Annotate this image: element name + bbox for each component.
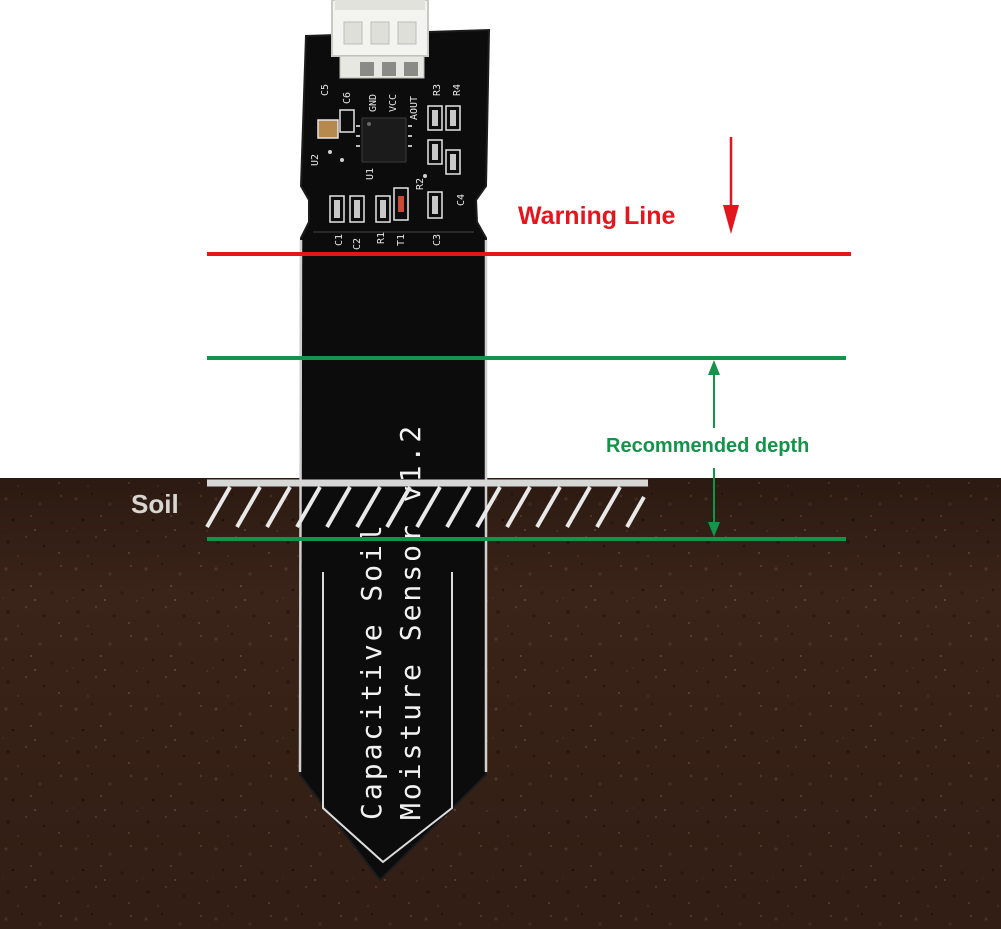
component-label-r1: R1	[376, 232, 387, 244]
pcb-silkscreen-labels: GND VCC AOUT C5 C6 U2 U1 R3 R4 R2 C4 C1 …	[310, 84, 467, 250]
component-label-c4: C4	[456, 194, 467, 206]
pin-label-gnd: GND	[368, 94, 379, 112]
board-text: Capacitive Soil Moisture Sensor v1.2	[355, 423, 427, 820]
sensor-board	[298, 28, 491, 882]
component-label-r4: R4	[452, 84, 463, 96]
recommended-depth-label: Recommended depth	[606, 435, 810, 457]
arrow-down-icon	[723, 137, 739, 234]
soil-label: Soil	[131, 489, 179, 519]
double-arrow-icon	[708, 360, 720, 537]
pin-label-aout: AOUT	[409, 96, 420, 120]
jst-connector	[331, 0, 429, 79]
component-label-u2: U2	[310, 154, 321, 166]
component-label-r3: R3	[432, 84, 443, 96]
board-text-line-1: Capacitive Soil	[355, 522, 388, 820]
warning-line-label: Warning Line	[518, 202, 676, 230]
component-label-c5: C5	[320, 84, 331, 96]
pcb-components	[317, 105, 461, 223]
component-label-t1: T1	[396, 234, 407, 246]
soil-surface-hatch	[205, 479, 648, 528]
component-label-r2: R2	[415, 178, 426, 190]
component-label-c3: C3	[432, 234, 443, 246]
component-label-u1: U1	[365, 168, 376, 180]
component-label-c2: C2	[352, 238, 363, 250]
pin-label-vcc: VCC	[388, 94, 399, 112]
component-label-c6: C6	[342, 92, 353, 104]
component-label-c1: C1	[334, 234, 345, 246]
